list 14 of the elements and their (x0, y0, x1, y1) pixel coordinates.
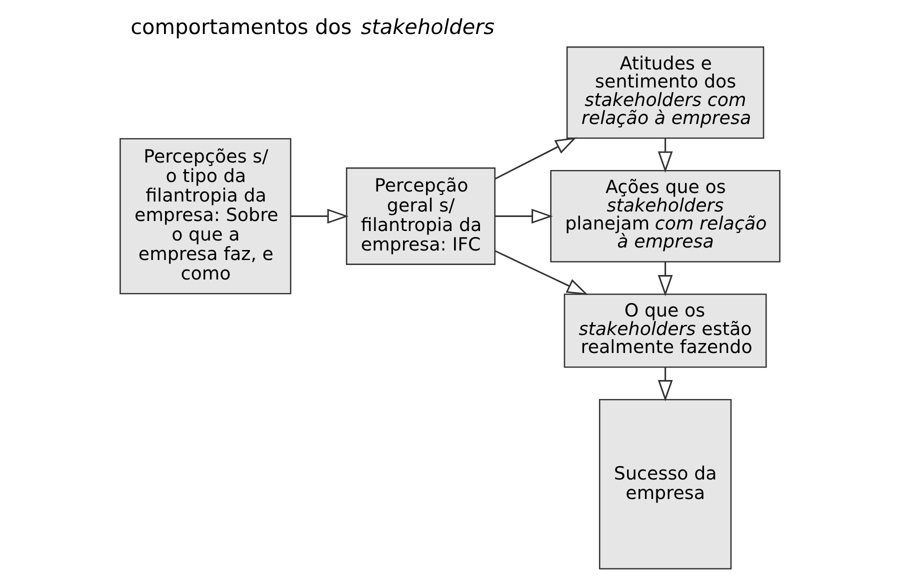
arrow (658, 138, 673, 173)
arrow (658, 262, 673, 296)
arrow (494, 250, 588, 295)
diagram-title: comportamentos dos stakeholders (130, 14, 495, 39)
arrow (658, 368, 673, 402)
arrow (290, 208, 349, 224)
node-box: O que os stakeholders estão realmente fazendo (564, 294, 767, 368)
node-box: Ações que os stakeholders planejam com relação à empresa (550, 170, 780, 262)
node-box: Sucesso da empresa (598, 398, 732, 570)
node-box: Percepção geral s/ filantropia da empresa: IFC (346, 167, 496, 265)
arrow (494, 137, 577, 180)
node-box: Atitudes e sentimento dos stakeholders com relação à empresa (566, 46, 764, 139)
arrow (494, 208, 553, 224)
node-box: Percepções s/ o tipo da filantropia da empresa: Sobre o que a empresa faz, e como (120, 138, 292, 294)
